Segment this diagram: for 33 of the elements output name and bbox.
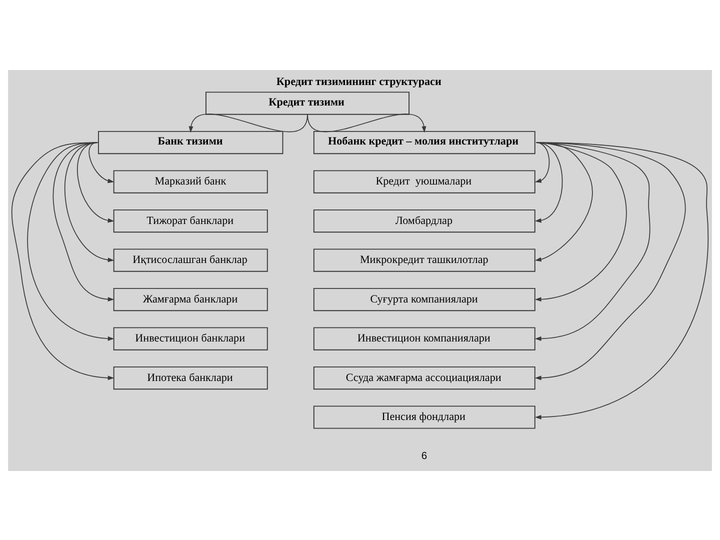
arrow xyxy=(534,142,686,380)
arrow xyxy=(11,142,114,380)
node-box: Кредит уюшмалари xyxy=(313,170,536,193)
node-box: Жамғарма банклари xyxy=(113,287,268,311)
node-box: Тижорат банклари xyxy=(113,208,268,232)
node-box: Инвестицион банклари xyxy=(113,326,268,350)
arrow xyxy=(534,142,650,340)
arrow xyxy=(64,142,114,262)
node-box: Суғурта компаниялари xyxy=(313,287,536,311)
node-box: Микрокредит ташкилотлар xyxy=(313,248,536,272)
arrow xyxy=(77,142,114,222)
node-box: Ломбардлар xyxy=(313,208,536,232)
node-box: Банк тизими xyxy=(98,130,284,154)
node-box: Иқтисослашган банклар xyxy=(113,248,268,272)
arrow xyxy=(27,142,114,340)
node-box: Ссуда жамғарма ассоциациялари xyxy=(313,366,536,390)
arrow xyxy=(88,142,114,183)
diagram-title: Кредит тизимининг структураси xyxy=(276,75,442,88)
arrow xyxy=(534,142,709,419)
node-box: Пенсия фондлари xyxy=(313,405,536,428)
arrow xyxy=(534,142,627,302)
arrow xyxy=(188,113,308,132)
label: 6 xyxy=(421,450,428,462)
node-box: Инвестицион компаниялари xyxy=(313,326,536,350)
node-box: Нобанк кредит – молия институтлари xyxy=(313,130,536,154)
node-box: Кредит тизими xyxy=(206,91,410,114)
arrow xyxy=(307,113,426,132)
arrow xyxy=(52,142,114,302)
node-box: Ипотека банклари xyxy=(113,366,268,390)
arrow xyxy=(534,142,593,262)
arrow xyxy=(534,142,563,222)
node-box: Марказий банк xyxy=(113,170,268,193)
arrow xyxy=(534,142,550,182)
